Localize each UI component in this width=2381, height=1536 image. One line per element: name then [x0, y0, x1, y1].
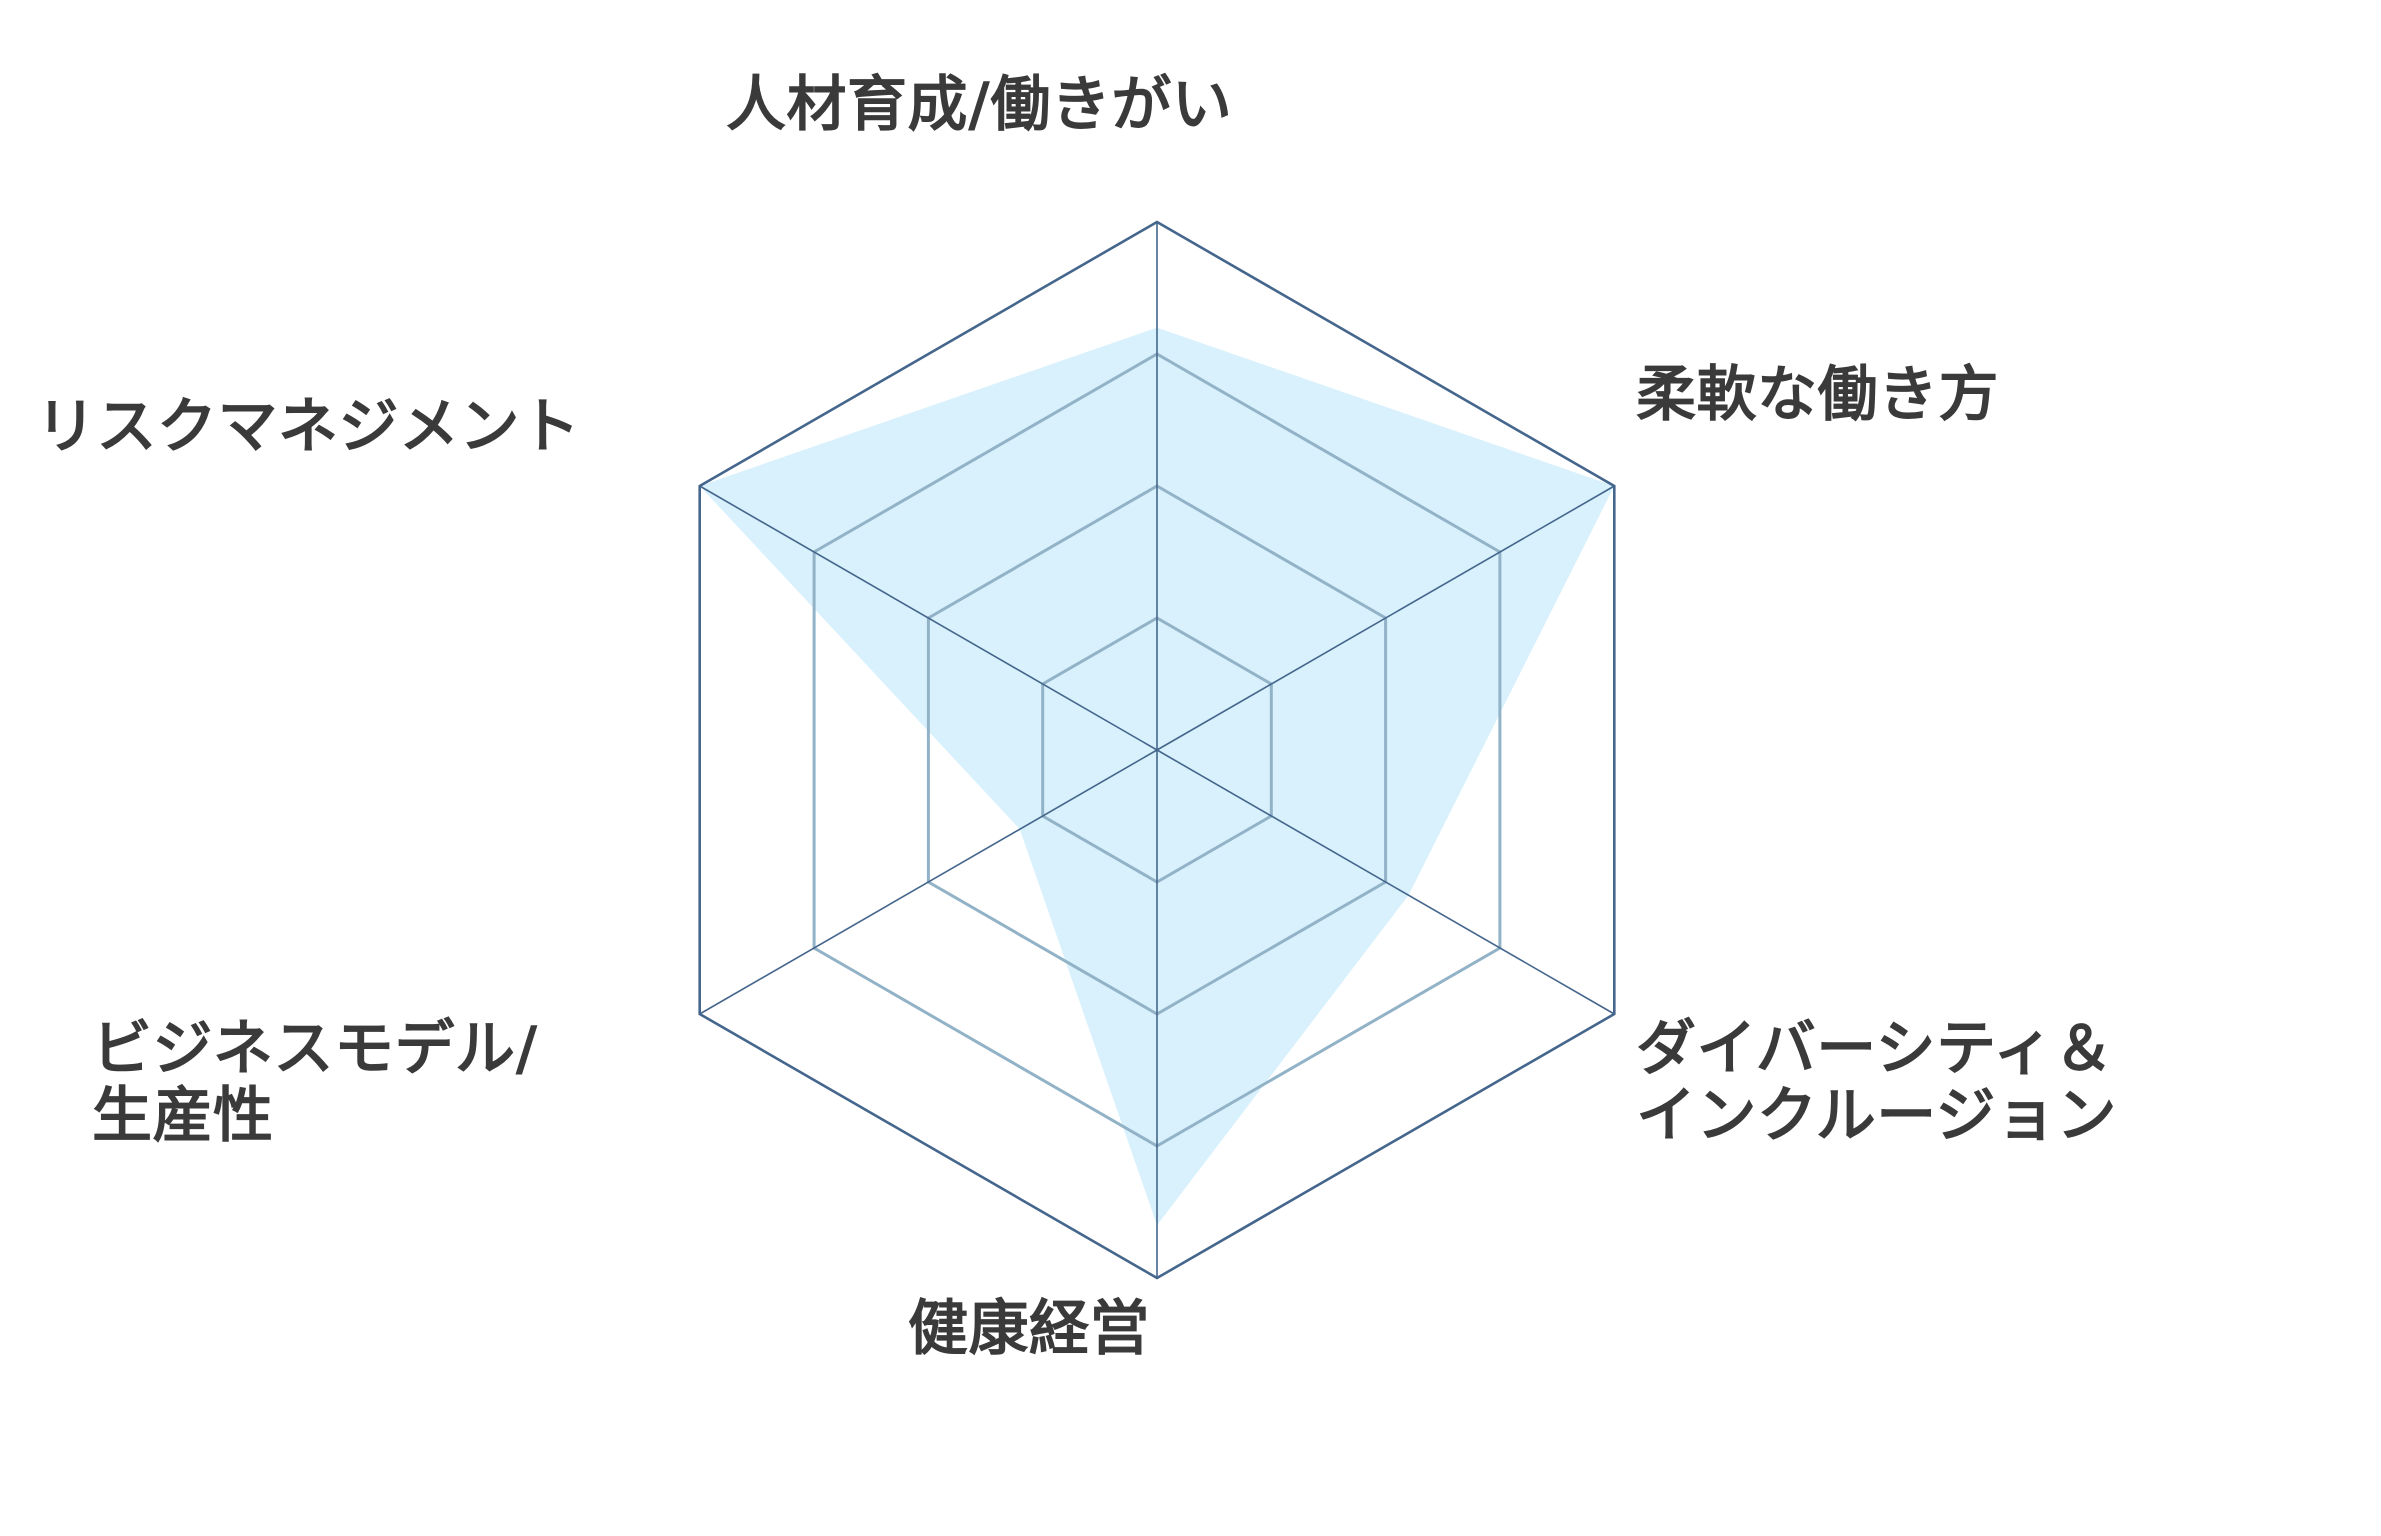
axis-spoke-5	[699, 485, 1158, 751]
axis-label-jinzai: 人材育成/働きがい	[726, 70, 1233, 140]
axis-label-risk: リスクマネジメント	[36, 392, 581, 462]
axis-spoke-2	[1156, 749, 1615, 1015]
axis-label-diversity: ダイバーシティ＆ インクルージョン	[1636, 1014, 2117, 1152]
axis-spoke-4	[699, 749, 1158, 1015]
axis-spoke-1	[1156, 485, 1615, 751]
axis-label-juunan: 柔軟な働き方	[1636, 360, 1999, 430]
axis-label-business-model: ビジネスモデル/ 生産性	[92, 1014, 538, 1152]
axis-label-kenkou: 健康経営	[908, 1294, 1150, 1364]
